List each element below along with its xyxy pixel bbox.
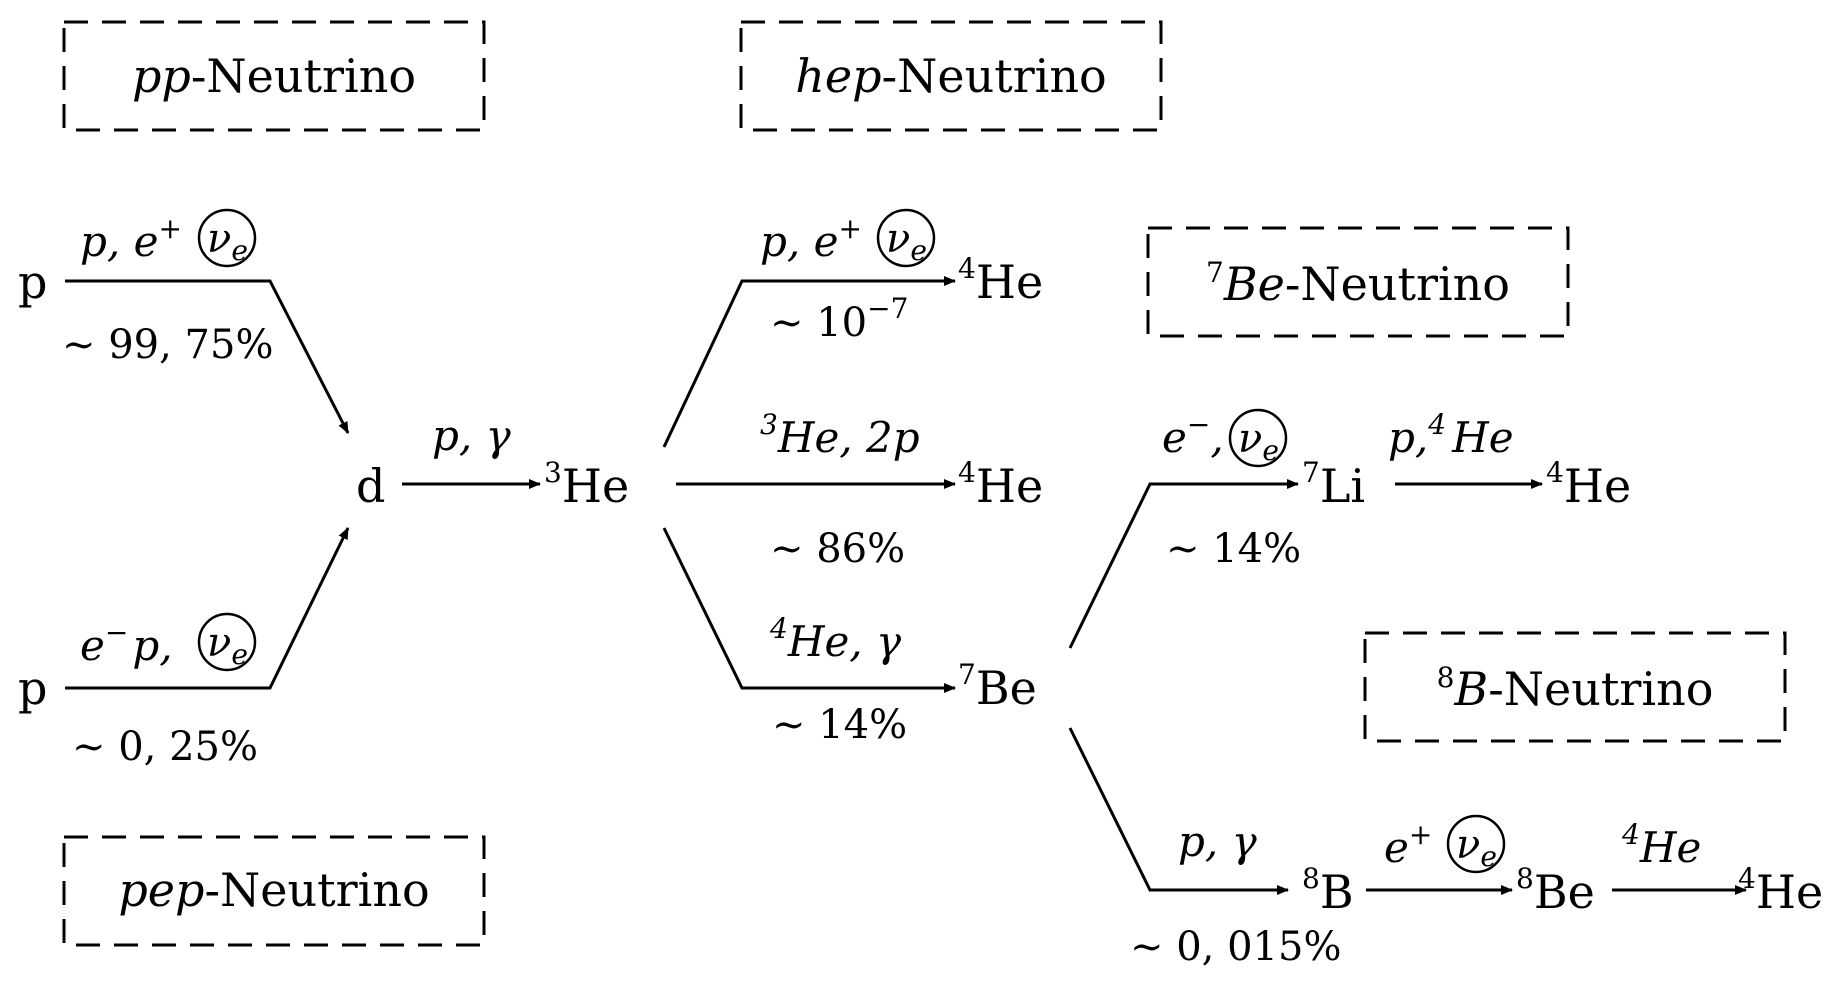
node-he4-ppii: 4He (1546, 456, 1631, 513)
neutrino-symbol: νe (1238, 416, 1279, 467)
box-frame (739, 20, 1163, 132)
arrow-pp-to-d (65, 279, 350, 434)
reaction-label: e−, (1162, 408, 1224, 462)
reaction-d-he3-label: p, γ (432, 411, 512, 460)
neutrino-circle (197, 208, 257, 268)
arrow-pep-to-d (65, 527, 350, 690)
box-label: pp-Neutrino (132, 49, 416, 103)
arrow-hep-to-he4 (662, 276, 956, 448)
reaction-pep: e−p, νe ∼ 0, 25% (72, 612, 258, 770)
node-p-bottom: p (18, 661, 47, 715)
node-he4-ppiii: 4He (1738, 862, 1823, 919)
node-li7: 7Li (1302, 456, 1365, 513)
branch-ratio: ∼ 14% (772, 702, 907, 748)
reaction-be7-p: p, γ ∼ 0, 015% (1130, 817, 1341, 970)
reaction-label: 4He, γ (769, 612, 902, 666)
box-frame (1146, 226, 1570, 338)
neutrino-symbol: νe (207, 216, 248, 267)
reaction-label: p, γ (1178, 817, 1258, 866)
box-label: 7Be-Neutrino (1206, 256, 1510, 311)
box-hep-neutrino: hep-Neutrino (739, 20, 1163, 132)
reaction-b8-beta: e+ νe (1384, 814, 1506, 874)
box-label: hep-Neutrino (795, 49, 1106, 103)
branch-ratio: ∼ 0, 015% (1130, 924, 1341, 970)
reaction-label: p, e+ (760, 212, 862, 266)
node-he4-hep: 4He (958, 252, 1043, 309)
reaction-be7-ec: e−, νe ∼ 14% (1162, 408, 1301, 572)
neutrino-circle (197, 612, 257, 672)
box-label: 8B-Neutrino (1437, 661, 1714, 716)
neutrino-circle (876, 208, 936, 268)
reaction-label: e+ (1384, 818, 1432, 872)
neutrino-circle (1228, 408, 1288, 468)
box-pp-neutrino: pp-Neutrino (62, 20, 486, 132)
branch-ratio: ∼ 86% (770, 526, 905, 572)
arrow-be7-to-li7 (1068, 479, 1299, 649)
reaction-label: p, e+ (80, 212, 182, 266)
node-b8: 8B (1302, 862, 1354, 919)
neutrino-symbol: νe (1456, 822, 1497, 873)
node-be8: 8Be (1516, 862, 1595, 919)
box-label: pep-Neutrino (118, 863, 429, 917)
reaction-lines (65, 276, 1747, 895)
reaction-be8-label: 4He (1621, 818, 1701, 872)
box-b8-neutrino: 8B-Neutrino (1363, 631, 1787, 743)
node-d: d (356, 459, 385, 513)
node-he4-ppi: 4He (958, 456, 1043, 513)
reaction-label: 3He, 2p (760, 408, 920, 462)
branch-ratio: ∼ 99, 75% (62, 322, 273, 368)
box-pep-neutrino: pep-Neutrino (62, 835, 486, 947)
box-be7-neutrino: 7Be-Neutrino (1146, 226, 1570, 338)
branch-ratio: ∼ 14% (1166, 526, 1301, 572)
box-frame (62, 835, 486, 947)
branch-ratio: ∼ 0, 25% (72, 724, 258, 770)
arrow-he3he4-to-be7 (662, 527, 956, 693)
node-be7: 7Be (958, 658, 1037, 715)
neutrino-circle (1446, 814, 1506, 874)
node-p-top: p (18, 255, 47, 309)
neutrino-symbol: νe (207, 620, 248, 671)
neutrino-symbol: νe (886, 216, 927, 267)
node-he3: 3He (544, 456, 629, 513)
reaction-he3he4: 4He, γ ∼ 14% (769, 612, 907, 748)
box-frame (62, 20, 486, 132)
reaction-he3he3: 3He, 2p ∼ 86% (760, 408, 920, 572)
reaction-hep: p, e+ νe ∼ 10−7 (760, 208, 936, 346)
reaction-label: e−p, (80, 616, 173, 670)
box-frame (1363, 631, 1787, 743)
reaction-pp: p, e+ νe ∼ 99, 75% (62, 208, 273, 368)
branch-ratio: ∼ 10−7 (770, 292, 908, 346)
arrow-be7-to-b8 (1068, 727, 1289, 895)
